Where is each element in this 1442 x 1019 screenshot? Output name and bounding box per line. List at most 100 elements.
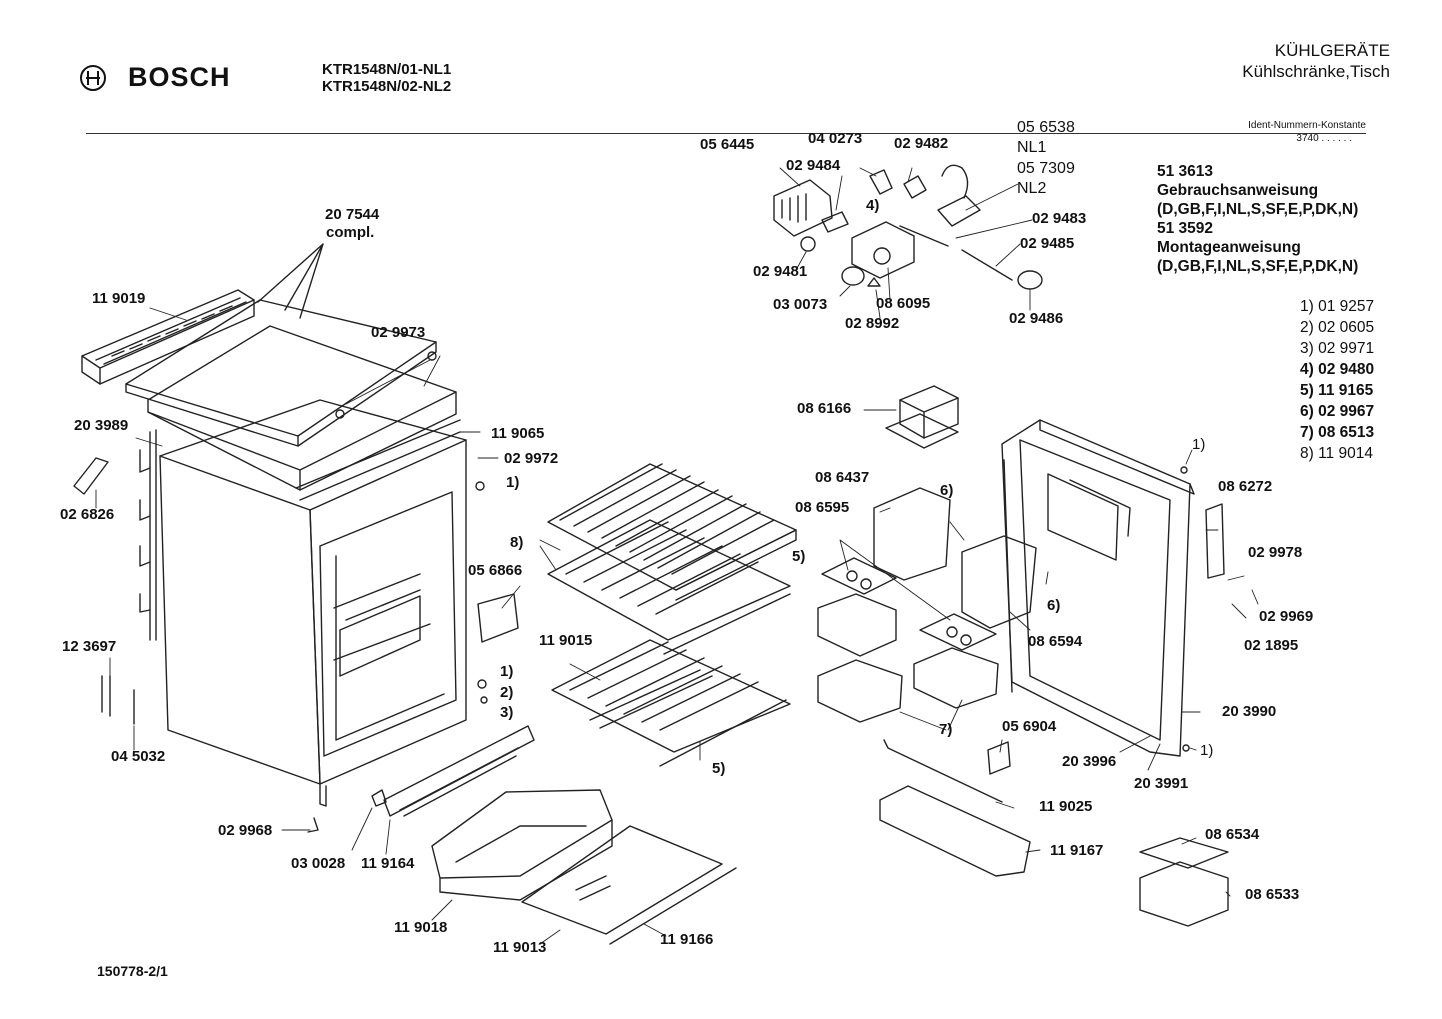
ident-number-block: Ident-Nummern-Konstante 3740 . . . . . . — [1248, 119, 1366, 145]
drawing-number: 150778-2/1 — [97, 963, 168, 979]
part-label: 08 6166 — [797, 400, 852, 417]
part-label: 11 9164 — [361, 855, 415, 872]
cabinet-body — [159, 399, 467, 807]
part-label: 08 6595 — [795, 499, 850, 516]
part-label: 05 7309 — [1017, 160, 1075, 177]
doc-line: 51 3592 — [1157, 220, 1214, 237]
doc-line: 51 3613 — [1157, 163, 1214, 180]
part-label: 08 6437 — [815, 469, 870, 486]
category-title: KÜHLGERÄTE — [1274, 41, 1390, 60]
part-label: 02 8992 — [845, 315, 900, 332]
part-label: 7) — [939, 721, 953, 738]
part-label: 1) — [1200, 742, 1214, 759]
model-line: KTR1548N/01-NL1 — [322, 61, 452, 78]
shelf-trim-strip — [659, 593, 791, 767]
wire-shelf-upper — [547, 463, 797, 601]
footnote: 6) 02 9967 — [1300, 403, 1375, 420]
mounting-parts — [73, 351, 1225, 833]
part-label: 20 3989 — [74, 417, 129, 434]
leader-lines — [95, 167, 1259, 945]
part-label: 05 6904 — [1002, 718, 1057, 735]
part-label: 1) — [506, 474, 520, 491]
part-label: 05 6538 — [1017, 119, 1075, 136]
part-label: 02 9481 — [753, 263, 808, 280]
part-label: 11 9166 — [660, 931, 714, 948]
part-label: 11 9025 — [1039, 798, 1093, 815]
footnote: 5) 11 9165 — [1300, 382, 1374, 399]
footnote-list: 1) 01 9257 2) 02 0605 3) 02 9971 4) 02 9… — [1300, 296, 1374, 464]
part-label: 8) — [510, 534, 524, 551]
footnote: 2) 02 0605 — [1300, 319, 1375, 336]
door-bins — [817, 487, 1037, 723]
category-subtitle: Kühlschränke,Tisch — [1242, 62, 1390, 81]
glass-shelf — [521, 825, 723, 935]
footnote: 3) 02 9971 — [1300, 340, 1375, 357]
footnote: 4) 02 9480 — [1300, 361, 1375, 378]
part-label: 11 9167 — [1050, 842, 1104, 859]
documentation-list: 51 3613 Gebrauchsanweisung (D,GB,F,I,NL,… — [1157, 162, 1358, 276]
part-label: 08 6095 — [876, 295, 931, 312]
glass-shelf-trim — [609, 867, 737, 945]
part-label: 2) — [500, 684, 514, 701]
part-label: 03 0028 — [291, 855, 346, 872]
part-label: 20 3996 — [1062, 753, 1117, 770]
part-label: 5) — [792, 548, 806, 565]
wire-shelf-lower — [551, 639, 791, 753]
part-label: 6) — [940, 482, 954, 499]
part-label: 1) — [1192, 436, 1206, 453]
egg-tray — [821, 557, 997, 651]
small-freezer-box — [885, 385, 959, 449]
part-label: 1) — [500, 663, 514, 680]
model-numbers: KTR1548N/01-NL1 KTR1548N/02-NL2 — [322, 61, 451, 95]
part-label: 12 3697 — [62, 638, 117, 655]
wire-shelf-middle — [547, 519, 791, 641]
part-label: 08 6272 — [1218, 478, 1273, 495]
part-label: NL1 — [1017, 139, 1047, 156]
part-label: 4) — [866, 197, 880, 214]
ice-cube-tray — [1139, 837, 1229, 927]
part-label: 02 9485 — [1020, 235, 1075, 252]
part-label: 02 9973 — [371, 324, 426, 341]
part-label: 11 9015 — [539, 632, 593, 649]
doc-line: Montageanweisung — [1157, 239, 1301, 256]
crisper-drawer — [431, 789, 613, 901]
header-divider — [86, 133, 1366, 134]
leader-line — [257, 243, 324, 319]
part-label: 02 9483 — [1032, 210, 1087, 227]
part-label: 11 9065 — [491, 425, 545, 442]
footnote: 7) 08 6513 — [1300, 424, 1375, 441]
part-label: 11 9019 — [92, 290, 146, 307]
part-label: compl. — [326, 224, 375, 241]
part-label: 03 0073 — [773, 296, 828, 313]
brand-name: BOSCH — [128, 62, 231, 92]
part-label: 04 5032 — [111, 748, 166, 765]
ident-value: 3740 . . . . . . — [1296, 133, 1352, 144]
top-cover-grille — [81, 289, 255, 385]
category-heading: KÜHLGERÄTE Kühlschränke,Tisch — [1242, 40, 1390, 82]
part-label: 02 9969 — [1259, 608, 1314, 625]
doc-line: Gebrauchsanweisung — [1157, 182, 1319, 199]
part-label: 02 1895 — [1244, 637, 1299, 654]
part-label: 08 6594 — [1028, 633, 1083, 650]
part-label: 6) — [1047, 597, 1061, 614]
part-label: 3) — [500, 704, 514, 721]
part-label: 08 6533 — [1245, 886, 1300, 903]
doc-line: (D,GB,F,I,NL,S,SF,E,P,DK,N) — [1157, 201, 1359, 218]
part-label: 04 0273 — [808, 130, 863, 147]
part-label: 02 9978 — [1248, 544, 1303, 561]
footnote: 1) 01 9257 — [1300, 298, 1375, 315]
vent-grille — [383, 725, 535, 817]
part-label: 11 9013 — [493, 939, 547, 956]
part-label: 02 9968 — [218, 822, 273, 839]
part-label: 08 6534 — [1205, 826, 1260, 843]
doc-line: (D,GB,F,I,NL,S,SF,E,P,DK,N) — [1157, 258, 1359, 275]
model-line: KTR1548N/02-NL2 — [322, 78, 452, 95]
bottom-door-shelf — [879, 739, 1031, 877]
footnote: 8) 11 9014 — [1300, 445, 1373, 462]
part-label: 02 9484 — [786, 157, 841, 174]
thermostat-assembly — [773, 164, 1043, 290]
part-label: 20 7544 — [325, 206, 380, 223]
bosch-logo: BOSCH — [80, 62, 231, 93]
part-label: 02 9486 — [1009, 310, 1064, 327]
